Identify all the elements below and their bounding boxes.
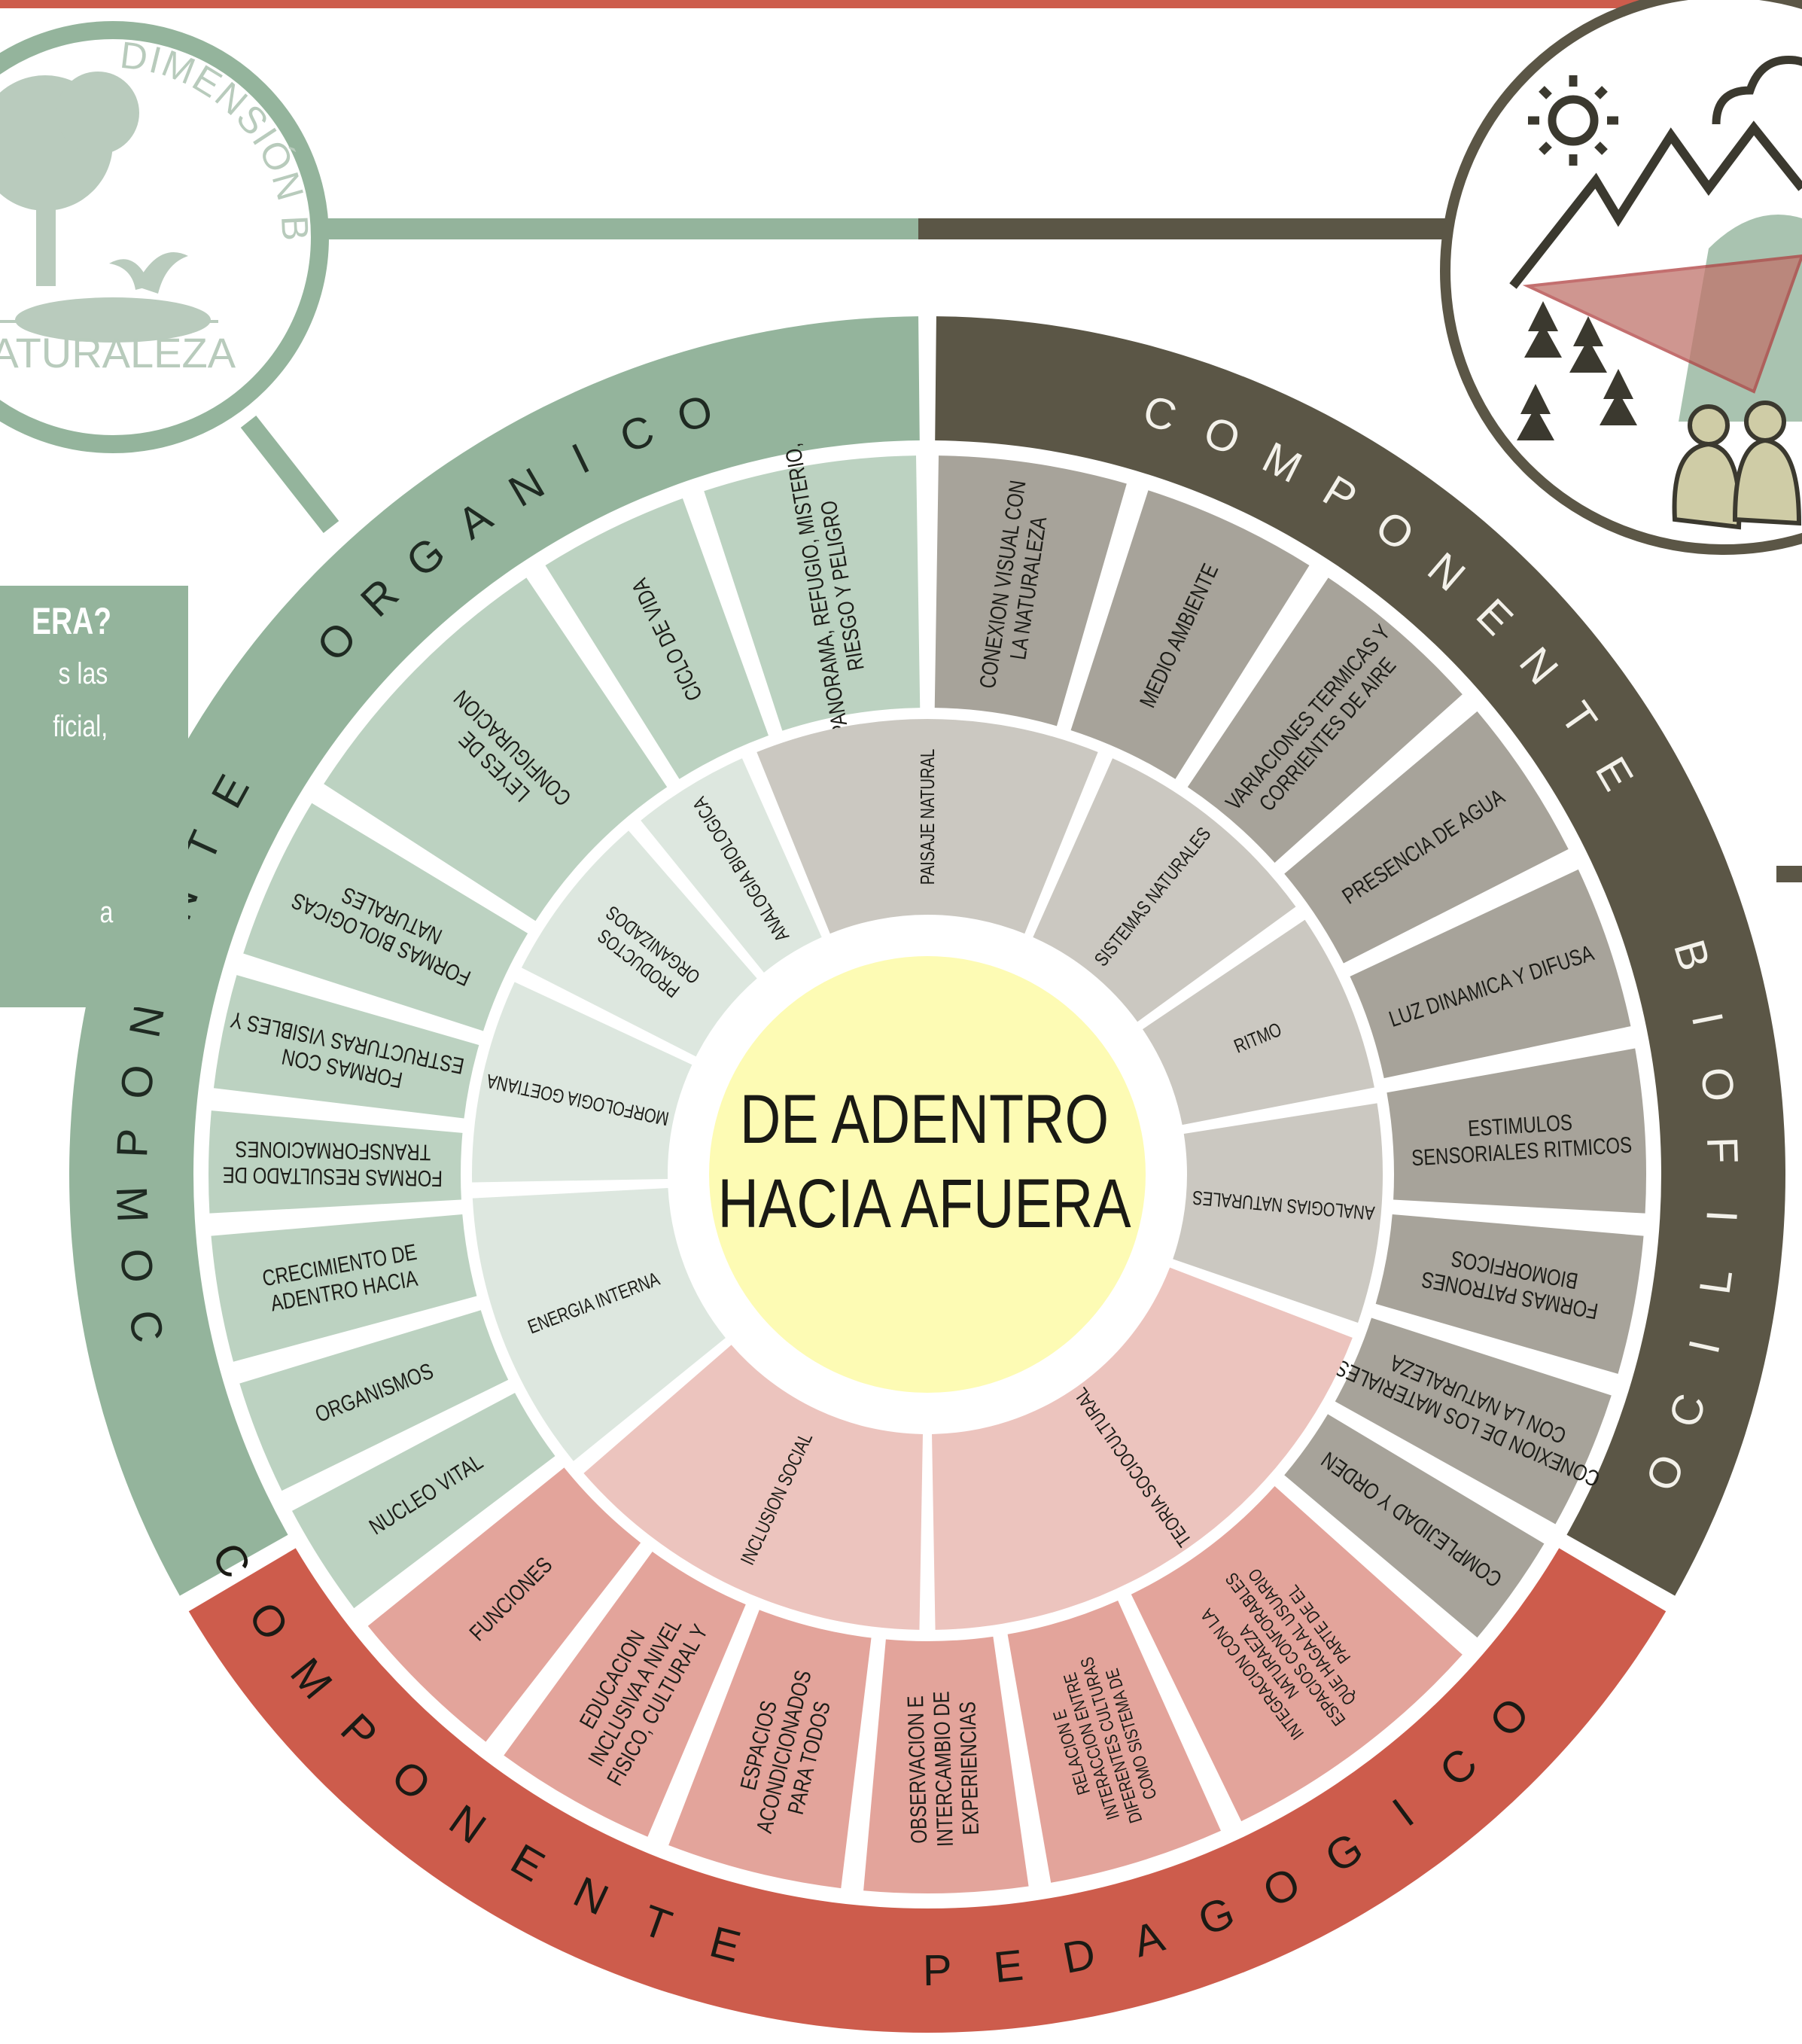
inner-segment: [932, 1267, 1353, 1630]
outer-segment: [239, 1310, 509, 1491]
outer-label-line: ESTIMULOS: [1467, 1109, 1572, 1141]
people-icon: [1672, 401, 1802, 530]
badge-connector: [240, 415, 339, 534]
biofilic-band: [935, 316, 1786, 1596]
biofilic-dimension-badge: DIMENSIÓN BIOFILICA NATURALEZA: [0, 0, 329, 453]
inner-segment: [641, 758, 822, 973]
landscape-illustration: [1440, 0, 1802, 555]
outer-segment: [1187, 577, 1463, 863]
inner-label: PAISAJE NATURAL: [917, 749, 939, 885]
center-title-line2: HACIA AFUERA: [717, 1165, 1131, 1242]
inner-label-text: PAISAJE NATURAL: [917, 749, 939, 885]
tree-icon: [0, 72, 211, 343]
outer-segment: [213, 975, 479, 1119]
outer-segment: [211, 1214, 477, 1362]
outer-label-line: TRANSFORMACIONES: [235, 1137, 431, 1166]
outer-segment: [367, 1467, 641, 1742]
outer-segment: [1335, 1317, 1612, 1525]
pedagogic-letter: E: [991, 1941, 1025, 1993]
question-text-line: a: [99, 896, 113, 929]
organic-connector: [301, 218, 918, 239]
outer-label-line: EXPERIENCIAS: [954, 1701, 984, 1835]
outer-segment: [668, 1610, 872, 1889]
outer-label: FORMAS RESULTADO DETRANSFORMACIONES: [222, 1136, 443, 1193]
outer-segment: [863, 1636, 1029, 1893]
question-title: ERA?: [31, 600, 111, 642]
biofilic-letter: F: [1697, 1136, 1747, 1164]
organic-letter: O: [111, 1062, 164, 1101]
outer-segment: [1131, 1486, 1463, 1822]
outer-segment: [1284, 711, 1569, 964]
inner-segment: [1033, 758, 1296, 1022]
sun-icon: [1528, 75, 1618, 166]
outer-segment: [1007, 1600, 1221, 1883]
outer-label-line: FORMAS RESULTADO DE: [222, 1162, 443, 1192]
outer-label: OBSERVACION EINTERCAMBIO DEEXPERIENCIAS: [902, 1690, 984, 1848]
outer-segment: [209, 1110, 463, 1214]
pedagogic-letter: P: [922, 1946, 951, 1995]
question-text-line: s las: [58, 657, 108, 690]
trees-icon: [1517, 301, 1637, 440]
outer-label: ESPACIOSACONDICIONADOSPARA TODOS: [726, 1662, 842, 1842]
outer-label-text: FORMAS RESULTADO DETRANSFORMACIONES: [222, 1136, 443, 1192]
outer-label-line: OBSERVACION E: [903, 1695, 932, 1844]
outer-label-line: INTERCAMBIO DE: [928, 1691, 958, 1847]
biofilic-letter: O: [1691, 1065, 1744, 1104]
outer-segment: [1387, 1048, 1646, 1214]
organic-letter: P: [108, 1128, 157, 1159]
outer-segment: [545, 498, 769, 779]
top-accent-bar: [0, 0, 1802, 8]
outer-segment: [934, 455, 1127, 727]
outer-segment: [1375, 1214, 1644, 1374]
outer-segment: [704, 455, 921, 731]
cloud-icon: [1712, 56, 1802, 125]
inner-segment: [1173, 1103, 1383, 1323]
outer-label-text: OBSERVACION EINTERCAMBIO DEEXPERIENCIAS: [902, 1690, 984, 1848]
inner-segment: [472, 982, 692, 1183]
inner-segment: [583, 1345, 923, 1630]
right-connector: [1776, 866, 1802, 882]
outer-segment: [324, 577, 668, 921]
biofilic-letter: I: [1697, 1209, 1747, 1224]
outer-label-text: ESPACIOSACONDICIONADOSPARA TODOS: [726, 1662, 842, 1842]
outer-segment: [1070, 490, 1310, 779]
inner-segment: [472, 1188, 726, 1461]
organic-letter: O: [111, 1246, 163, 1285]
question-text-line: ficial,: [53, 710, 108, 743]
outer-segment: [292, 1393, 556, 1609]
inner-label-line: PAISAJE NATURAL: [917, 749, 939, 885]
outer-segment: [243, 803, 528, 1031]
center-circle: [709, 956, 1146, 1393]
outer-segment: [1284, 1414, 1545, 1638]
inner-segment: [1143, 919, 1374, 1126]
question-panel: ERA? s las ficial, a: [0, 586, 188, 1007]
outer-segment: [1350, 869, 1631, 1079]
biofilic-connector: [918, 218, 1460, 239]
organic-band: [68, 316, 920, 1596]
center-title-line1: DE ADENTRO: [740, 1080, 1109, 1158]
inner-segment: [521, 830, 757, 1057]
outer-segment: [504, 1551, 746, 1837]
badge-bottom-text: NATURALEZA: [0, 329, 236, 376]
inner-segment: [756, 719, 1098, 934]
mountains-icon: [1509, 120, 1802, 289]
pedagogic-band: [188, 1548, 1667, 2033]
organic-letter: M: [107, 1185, 157, 1223]
